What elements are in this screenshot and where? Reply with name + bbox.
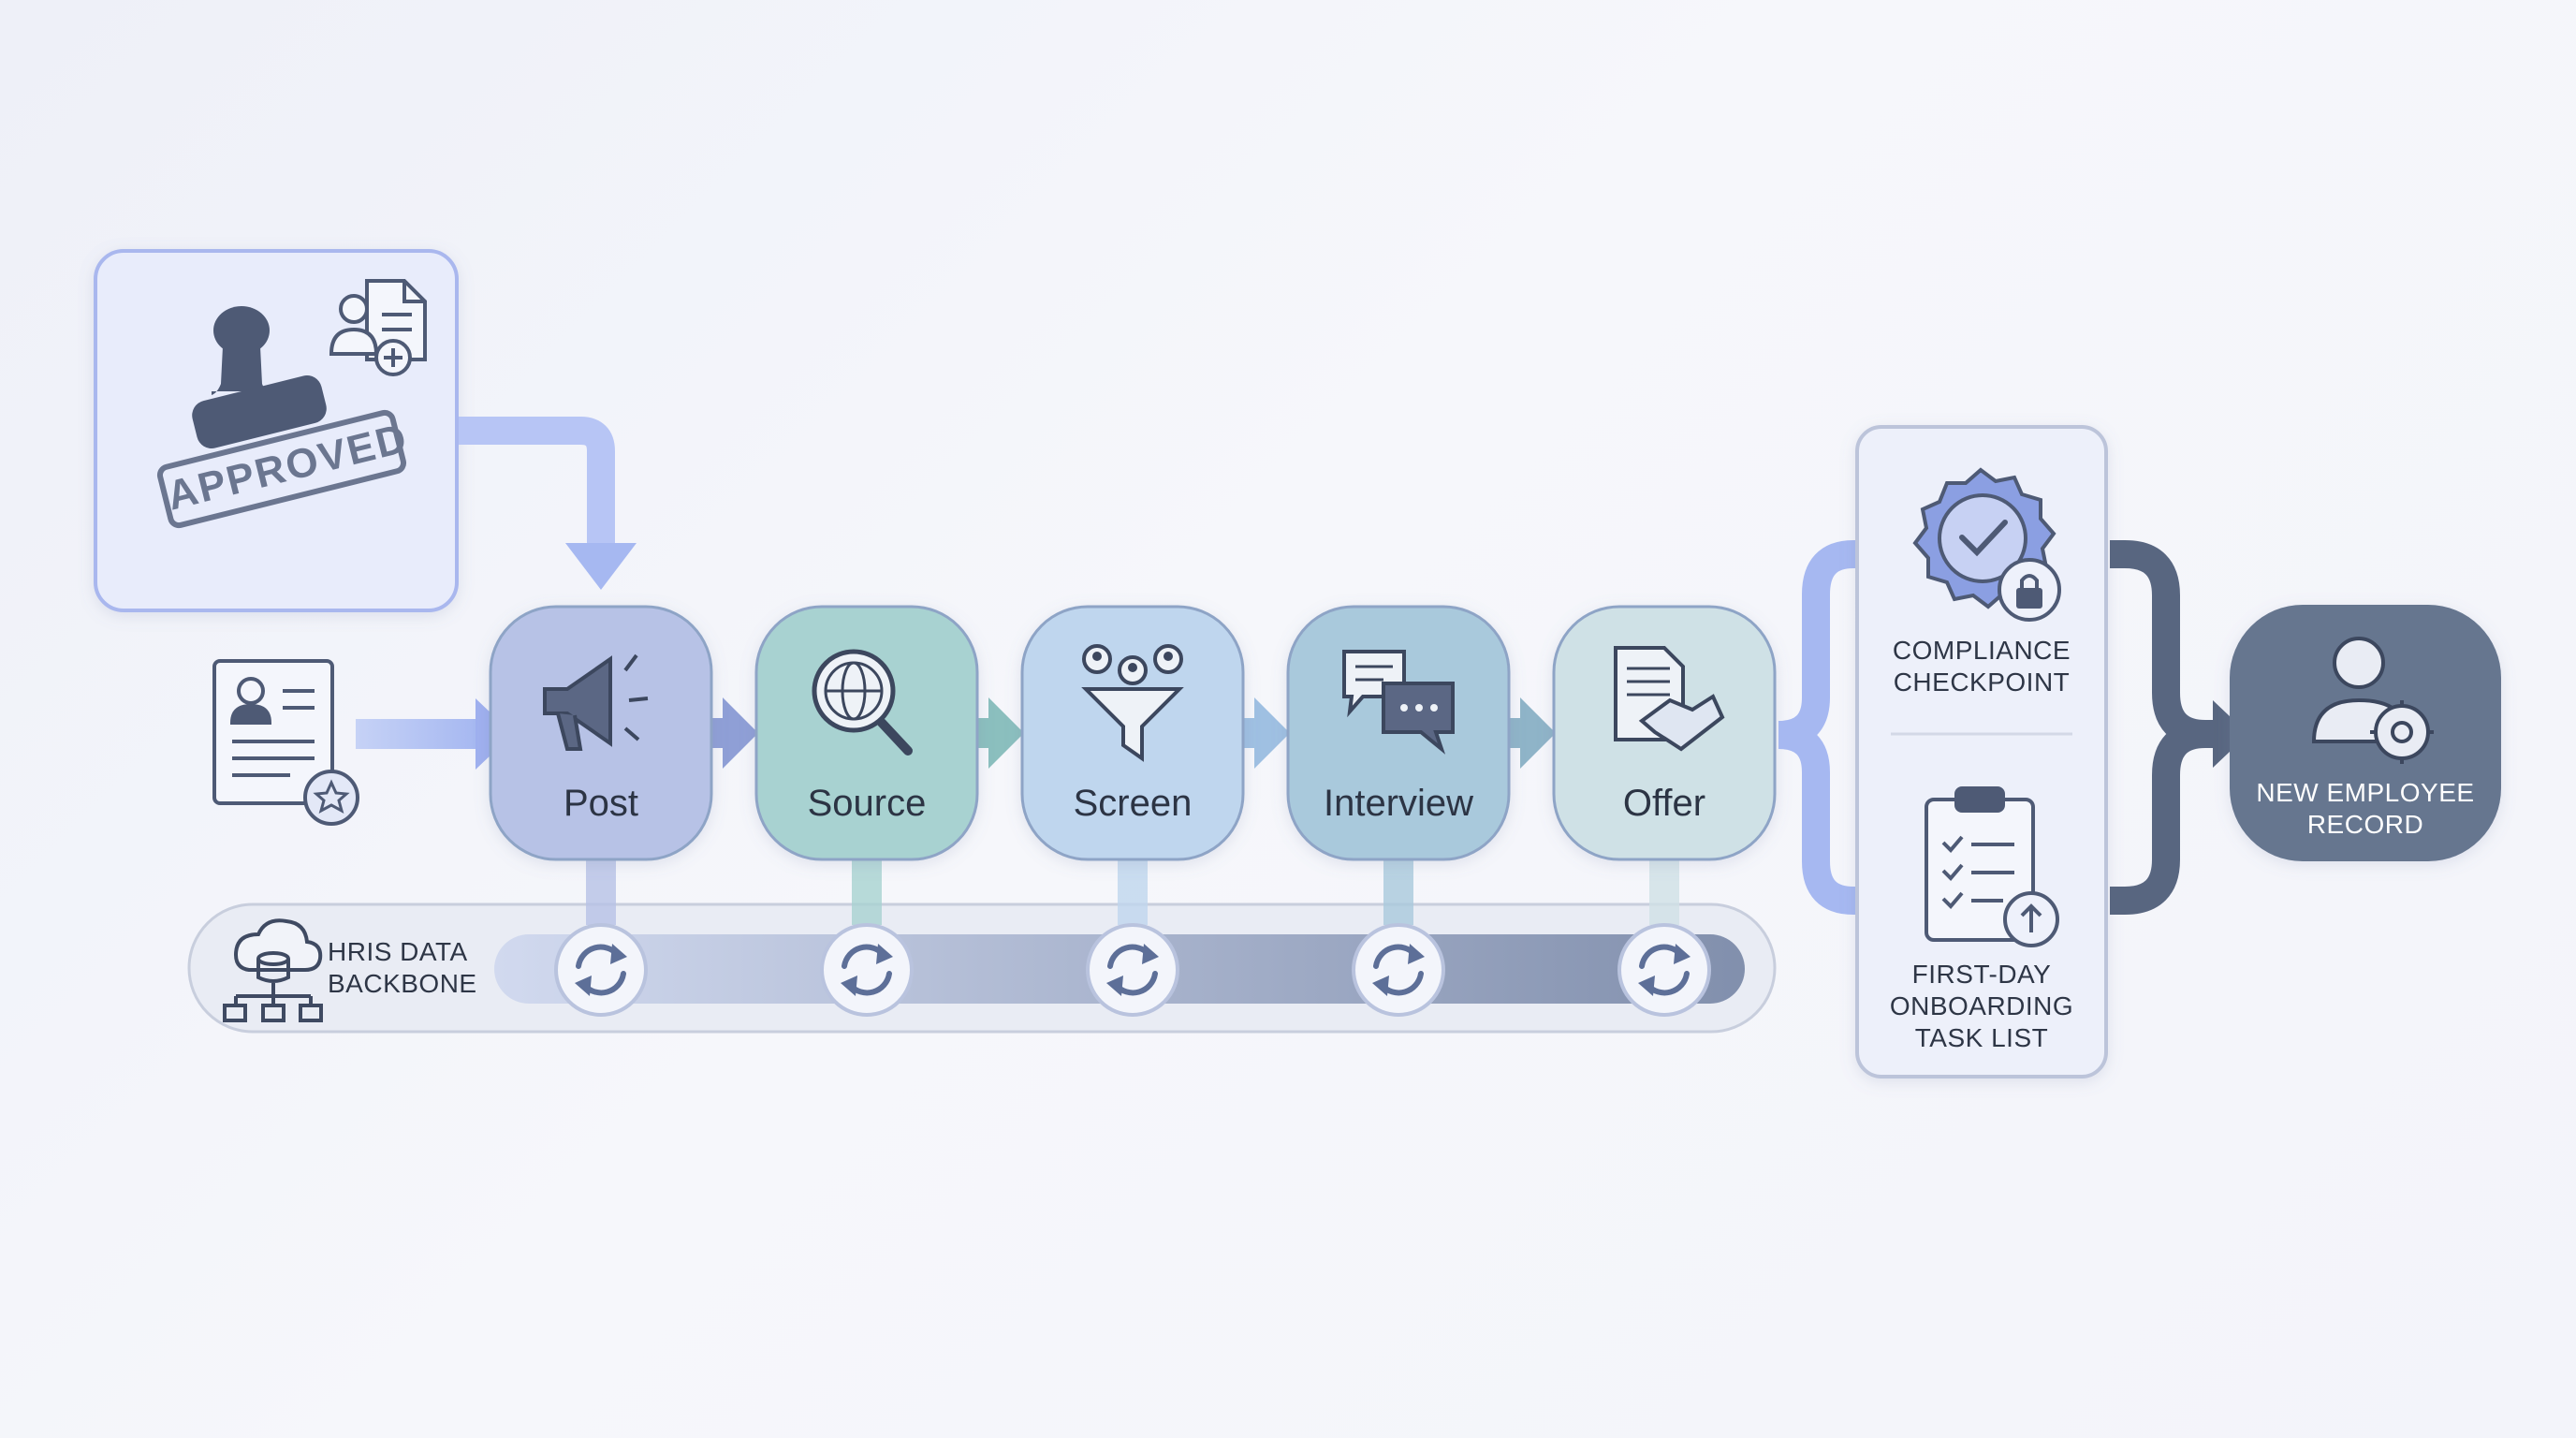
stage-flow-arrow	[975, 697, 1024, 769]
handshake-document-icon	[1614, 646, 1725, 752]
backbone-label-line2: BACKBONE	[328, 969, 477, 998]
user-gear-icon	[2311, 637, 2434, 764]
stage-label-post: Post	[563, 783, 639, 824]
approval-to-post-arrow	[459, 417, 615, 548]
record-label-line1: NEW EMPLOYEE	[2256, 778, 2475, 807]
stage-flow-arrow	[710, 697, 758, 769]
new-employee-record-node	[2230, 605, 2501, 861]
candidate-feed-arrow	[356, 719, 477, 749]
chat-bubbles-icon	[1342, 650, 1455, 755]
outputs-card	[1855, 425, 2108, 1078]
compliance-label: COMPLIANCE CHECKPOINT	[1865, 635, 2099, 698]
stage-backbone-connector	[1649, 856, 1679, 925]
onboarding-label-line2: ONBOARDING	[1889, 991, 2074, 1020]
sync-icon	[1617, 923, 1711, 1017]
stage-node-source	[754, 605, 979, 861]
stage-backbone-connector	[586, 856, 616, 925]
stage-node-screen	[1020, 605, 1245, 861]
stage-backbone-connector	[1118, 856, 1148, 925]
requisition-add-user-icon	[329, 279, 427, 376]
candidate-profile-star-icon	[212, 659, 359, 826]
approval-arrowhead	[565, 543, 637, 590]
rubber-stamp-icon	[192, 306, 327, 449]
stage-flow-arrow	[1507, 697, 1556, 769]
badge-check-lock-icon	[1912, 467, 2061, 622]
onboarding-label-line3: TASK LIST	[1914, 1023, 2049, 1052]
sync-icon	[554, 923, 648, 1017]
compliance-label-line2: CHECKPOINT	[1893, 668, 2071, 697]
megaphone-icon	[543, 653, 649, 751]
stage-label-offer: Offer	[1622, 783, 1706, 824]
stage-label-source: Source	[807, 783, 927, 824]
record-label: NEW EMPLOYEE RECORD	[2239, 777, 2492, 841]
record-label-line2: RECORD	[2306, 810, 2424, 839]
globe-search-icon	[812, 649, 913, 756]
outputs-to-record-arrow	[2110, 540, 2220, 915]
stage-label-interview: Interview	[1323, 783, 1474, 824]
stage-node-interview	[1286, 605, 1511, 861]
people-funnel-icon	[1081, 644, 1184, 762]
compliance-label-line1: COMPLIANCE	[1892, 636, 2071, 665]
backbone-label-line1: HRIS DATA	[328, 937, 468, 966]
stage-backbone-connector	[1383, 856, 1413, 925]
stage-label-screen: Screen	[1073, 783, 1193, 824]
cloud-database-icon	[223, 918, 323, 1022]
sync-icon	[820, 923, 914, 1017]
onboarding-label: FIRST-DAY ONBOARDING TASK LIST	[1865, 959, 2099, 1054]
onboarding-label-line1: FIRST-DAY	[1911, 960, 2052, 989]
stage-backbone-connector	[852, 856, 882, 925]
stage-node-offer	[1552, 605, 1777, 861]
sync-icon	[1086, 923, 1179, 1017]
backbone-label: HRIS DATA BACKBONE	[328, 936, 477, 1000]
stage-node-post	[489, 605, 713, 861]
clipboard-checklist-upload-icon	[1925, 786, 2059, 947]
offer-branch-arrows	[1778, 540, 1861, 915]
sync-icon	[1352, 923, 1445, 1017]
stage-flow-arrow	[1241, 697, 1290, 769]
approval-card	[94, 249, 459, 612]
